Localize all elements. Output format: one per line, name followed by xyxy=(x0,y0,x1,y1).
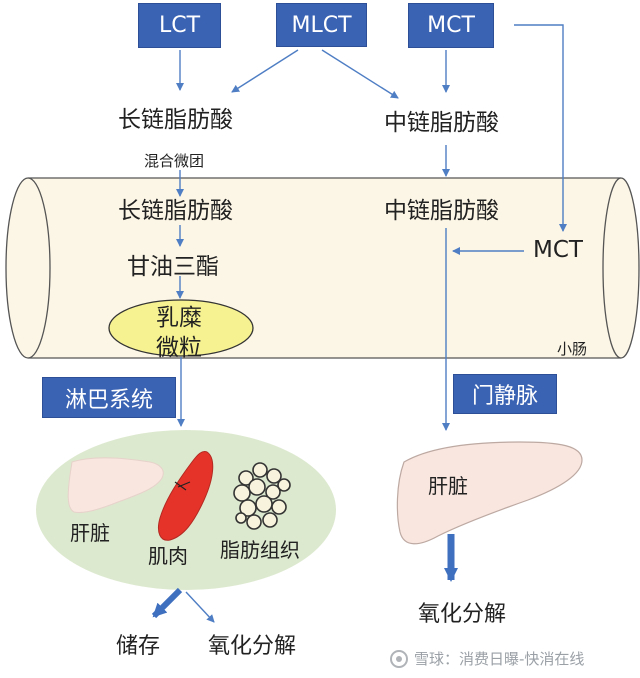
box-mct: MCT xyxy=(408,3,494,48)
mcfa-intestine-label: 中链脂肪酸 xyxy=(384,198,499,224)
box-lymph-system: 淋巴系统 xyxy=(42,377,176,418)
box-mlct: MLCT xyxy=(276,3,367,47)
oxidation-left-label: 氧化分解 xyxy=(208,634,297,659)
chylomicron-label-2: 微粒 xyxy=(156,335,202,361)
storage-label: 储存 xyxy=(116,634,161,659)
oxidation-right-label: 氧化分解 xyxy=(418,602,507,627)
muscle-label: 肌肉 xyxy=(148,544,188,568)
arrow-mlct-left xyxy=(231,49,299,93)
arrow-storage xyxy=(151,587,183,619)
arrow-mlct-right xyxy=(321,49,399,99)
watermark: 雪球：消费日曝-快消在线 xyxy=(390,648,584,669)
liver-left-label: 肝脏 xyxy=(70,521,110,545)
box-lct: LCT xyxy=(138,3,221,48)
micelle-label: 混合微团 xyxy=(144,152,205,170)
fat-tissue-shape xyxy=(233,462,291,530)
liver-left-shape xyxy=(67,457,164,513)
chylomicron-label-1: 乳糜 xyxy=(156,305,202,331)
lcfa-intestine-label: 长链脂肪酸 xyxy=(118,198,233,224)
liver-right-label: 肝脏 xyxy=(428,474,468,498)
lcfa-top-label: 长链脂肪酸 xyxy=(118,107,233,133)
arrow-mct-side xyxy=(514,24,567,232)
chylomicron-ellipse xyxy=(108,299,254,357)
intestine-tube xyxy=(5,177,640,359)
small-intestine-label: 小肠 xyxy=(557,340,588,358)
snowball-logo-icon xyxy=(390,649,408,668)
arrow-oxid-left xyxy=(185,591,215,623)
muscle-shape xyxy=(157,451,214,541)
box-portal-vein: 门静脉 xyxy=(453,374,557,414)
mcfa-top-label: 中链脂肪酸 xyxy=(384,110,499,136)
triglyceride-label: 甘油三酯 xyxy=(127,254,219,280)
fat-tissue-label: 脂肪组织 xyxy=(220,538,300,562)
liver-right-shape xyxy=(396,441,583,545)
mct-intestine-label: MCT xyxy=(533,237,583,263)
watermark-text: 雪球：消费日曝-快消在线 xyxy=(414,650,585,668)
